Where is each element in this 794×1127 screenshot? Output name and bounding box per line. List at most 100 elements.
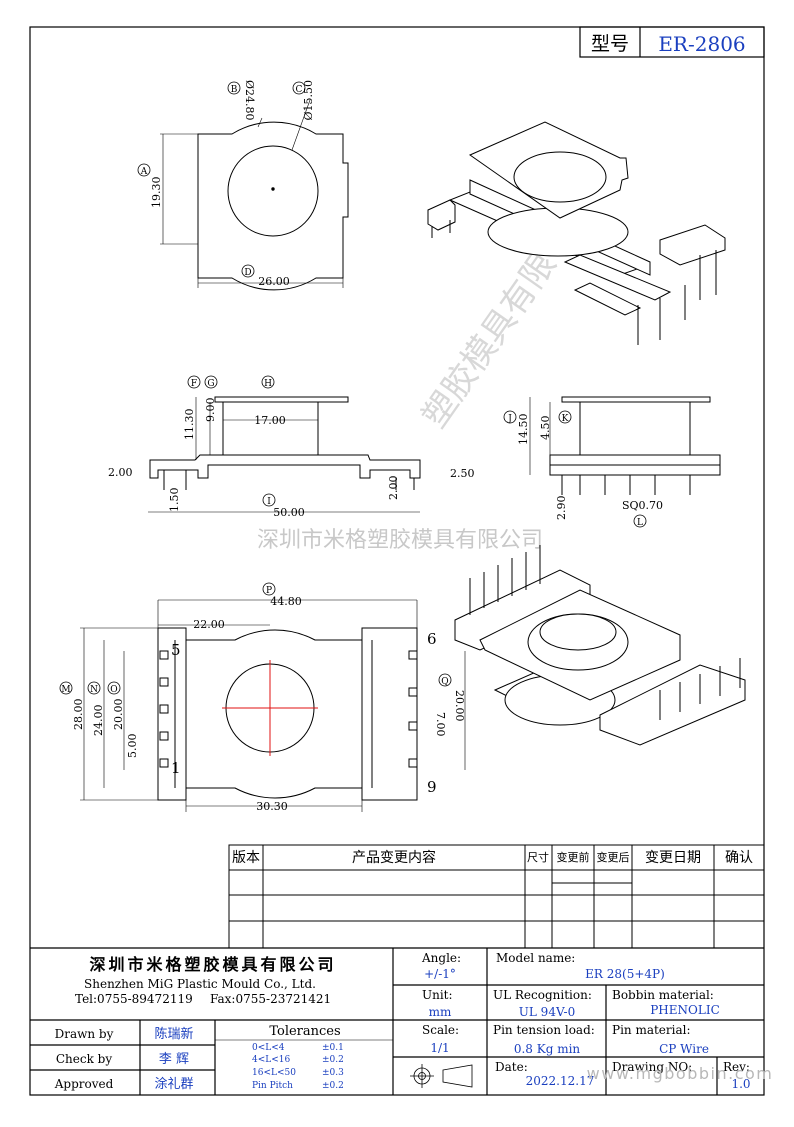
unit-value: mm [429,1005,452,1019]
watermark-diagonal: 塑胶模具有限 [415,245,565,435]
dim-B: Ø24.80 [243,80,256,121]
scale-value: 1/1 [430,1041,449,1055]
dim-1-50: 1.50 [168,488,181,513]
ul-value: UL 94V-0 [519,1005,575,1019]
rev-label: Rev: [723,1060,750,1074]
check-by-name: 李 辉 [159,1052,189,1067]
label-N: N [90,685,98,695]
tol-range-3: Pin Pitch [252,1081,293,1091]
company-tel: Tel:0755-89472119 [75,992,193,1006]
ul-label: UL Recognition: [493,988,592,1002]
label-C: C [296,85,303,95]
rev-header-content: 产品变更内容 [352,849,436,866]
drawn-by-label: Drawn by [55,1027,114,1041]
tolerances-title: Tolerances [269,1024,340,1039]
label-I: I [267,497,271,507]
rev-value: 1.0 [731,1077,750,1091]
model-name-value: ER 28(5+4P) [585,967,665,981]
label-O: O [110,685,117,695]
projection-symbol-icon [410,1064,473,1088]
rev-header-size: 尺寸 [527,850,549,864]
bobbin-material-value: PHENOLIC [650,1003,720,1017]
dim-7-00: 7.00 [434,712,447,737]
company-name-en: Shenzhen MiG Plastic Mould Co., Ltd. [84,977,316,991]
dim-2-00-pin: 2.00 [387,476,400,501]
label-M: M [61,685,70,695]
end-view [529,396,721,495]
title-block [30,947,764,1095]
dim-sq-0-70: SQ0.70 [622,499,663,512]
website-watermark: www.mgbobbin.com [587,1064,774,1083]
dim-9-00: 9.00 [204,398,217,423]
dim-2-90: 2.90 [555,496,568,521]
dim-17-00: 17.00 [254,414,286,427]
angle-value: +/-1° [424,967,456,981]
model-header-box: 型号 ER-2806 [579,26,765,58]
rev-header-after: 变更后 [597,850,630,864]
unit-label: Unit: [422,988,453,1002]
bobbin-material-label: Bobbin material: [612,988,714,1002]
date-label: Date: [495,1060,528,1074]
rev-header-before: 变更前 [557,850,590,864]
label-F: F [191,379,197,389]
type-label: 型号 [591,33,629,55]
dim-4-50: 4.50 [539,416,552,441]
tol-range-1: 4<L<16 [252,1055,291,1065]
dim-2-00-left: 2.00 [108,466,133,479]
pin-label-5: 5 [171,641,181,659]
company-fax: Fax:0755-23721421 [210,992,331,1006]
drawing-no-label: Drawing NO: [612,1060,692,1074]
tol-range-2: 16<L<50 [252,1068,296,1078]
tol-val-3: ±0.2 [322,1081,344,1091]
iso-view-bottom [454,545,746,746]
dim-30-30: 30.30 [256,800,288,813]
rev-header-version: 版本 [232,850,260,866]
dim-20-00-left: 20.00 [112,699,125,731]
label-B: B [231,85,238,95]
dim-2-50-right: 2.50 [450,467,475,480]
tol-val-1: ±0.2 [322,1055,344,1065]
dim-44-80: 44.80 [270,595,302,608]
dim-C: Ø15.50 [302,80,315,121]
model-code: ER-2806 [658,32,745,56]
tol-range-0: 0<L<4 [252,1043,285,1053]
pin-label-6: 6 [427,630,437,648]
drawn-by-name: 陈瑞新 [154,1026,193,1042]
pin-tension-value: 0.8 Kg min [514,1042,581,1056]
pin-label-9: 9 [427,778,437,796]
iso-view-top [427,121,726,345]
dim-24-00: 24.00 [92,705,105,737]
side-view [148,396,421,513]
dim-50-00: 50.00 [273,506,305,519]
dim-11-30: 11.30 [183,409,196,441]
tol-val-2: ±0.3 [322,1068,344,1078]
dim-20-00-right: 20.00 [453,690,466,722]
label-Q: Q [441,677,448,687]
label-P: P [266,586,272,596]
pin-material-value: CP Wire [659,1042,709,1056]
label-K: K [562,414,569,424]
approved-label: Approved [54,1077,114,1091]
model-name-label: Model name: [496,951,575,965]
label-D: D [244,268,251,278]
rev-header-confirm: 确认 [725,850,753,866]
company-name-cn: 深圳市米格塑胶模具有限公司 [89,955,336,974]
pin-material-label: Pin material: [612,1023,691,1037]
pin-label-1: 1 [171,759,181,777]
approved-name: 涂礼群 [154,1076,193,1092]
dim-28-00: 28.00 [72,699,85,731]
watermark-company: 深圳市米格塑胶模具有限公司 [257,528,543,553]
sheet-border [29,26,765,1096]
dim-14-50: 14.50 [517,414,530,446]
angle-label: Angle: [421,951,461,965]
dim-22-00: 22.00 [193,618,225,631]
label-H: H [264,379,272,389]
label-J: J [507,414,512,424]
pin-tension-label: Pin tension load: [493,1023,595,1037]
label-L: L [637,518,643,528]
date-value: 2022.12.17 [526,1074,595,1088]
dim-A: 19.30 [150,177,163,209]
top-view [160,99,349,291]
tol-val-0: ±0.1 [322,1043,344,1053]
